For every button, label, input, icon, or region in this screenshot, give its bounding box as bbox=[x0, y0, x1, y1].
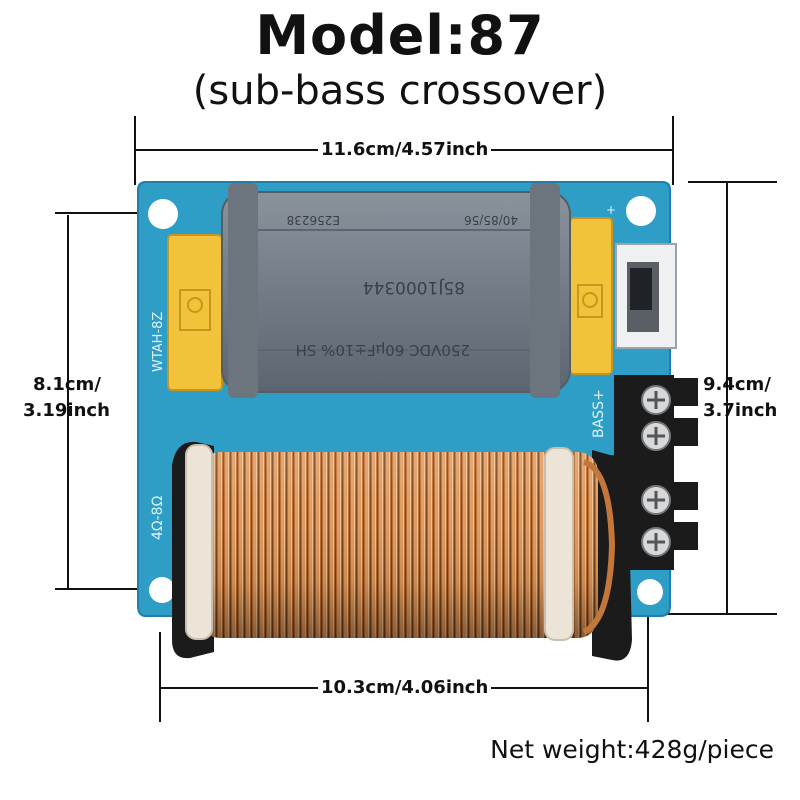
impedance-label: 4Ω-8Ω bbox=[150, 495, 166, 540]
left-height-label: 8.1cm/ 3.19inch bbox=[20, 372, 113, 424]
bottom-width-label: 10.3cm/4.06inch bbox=[318, 677, 492, 698]
resistor-left bbox=[167, 234, 223, 391]
capacitor bbox=[221, 183, 571, 398]
capacitor-cert: E256238 bbox=[287, 213, 340, 227]
model-subtitle: (sub-bass crossover) bbox=[192, 68, 608, 114]
capacitor-rating: 250VDC 60µF±10% SH bbox=[296, 341, 470, 359]
svg-text:+: + bbox=[606, 203, 616, 217]
capacitor-top: 40/85/56 bbox=[464, 213, 518, 227]
resistor-right bbox=[569, 217, 613, 375]
right-height-label: 9.4cm/ 3.7inch bbox=[700, 372, 780, 424]
right-height-line2: 3.7inch bbox=[703, 400, 778, 421]
resistor-label: WTAH-8Z bbox=[151, 312, 166, 372]
capacitor-code: 85J1000344 bbox=[363, 277, 465, 297]
left-height-line2: 3.19inch bbox=[23, 400, 110, 421]
top-width-label: 11.6cm/4.57inch bbox=[318, 139, 492, 160]
net-weight-label: Net weight:428g/piece bbox=[490, 735, 774, 764]
left-height-line1: 8.1cm/ bbox=[33, 374, 101, 395]
inductor-coil bbox=[172, 441, 632, 661]
right-height-line1: 9.4cm/ bbox=[703, 374, 771, 395]
bass-label: BASS+ bbox=[591, 389, 607, 438]
slide-switch bbox=[615, 243, 677, 349]
model-title: Model:87 bbox=[255, 4, 545, 67]
dimension-lines bbox=[55, 116, 777, 722]
